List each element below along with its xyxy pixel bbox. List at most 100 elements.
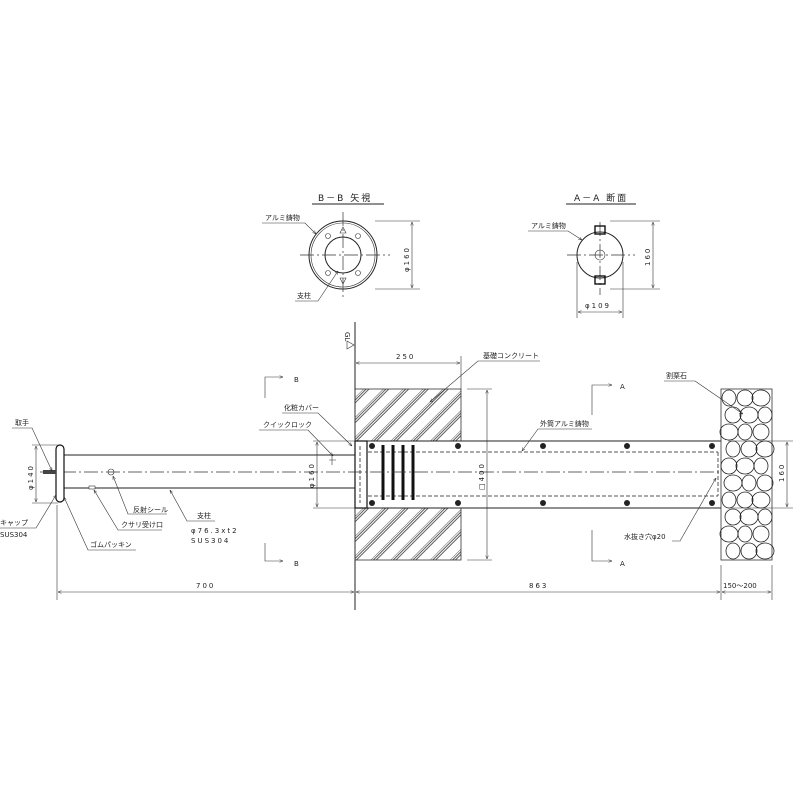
rubber-packing-label: ゴムパッキン <box>90 540 132 549</box>
aa-title: A－A 断面 <box>574 192 628 204</box>
bolt-icon <box>540 443 546 449</box>
chain-receiver-leader <box>94 490 162 531</box>
bb-outer-rim <box>310 222 376 288</box>
bb-alu-label: アルミ鋳物 <box>265 213 300 222</box>
stone <box>757 508 773 526</box>
stone <box>720 457 738 475</box>
bolt-icon <box>709 443 715 449</box>
foundation-concrete-label: 基礎コンクリート <box>483 351 539 360</box>
bolt-icon <box>709 500 715 506</box>
handle <box>43 470 56 474</box>
drain-hole-label: 水抜き穴φ20 <box>624 532 666 541</box>
stone <box>752 423 770 441</box>
bolt-icon <box>624 500 630 506</box>
gravel-depth-text: 150～200 <box>723 582 757 590</box>
post-length-text: 700 <box>196 582 215 590</box>
handle-label: 取手 <box>15 418 29 427</box>
stone <box>741 474 757 492</box>
tube-height-text: 160 <box>778 463 786 482</box>
outer-tube-leader <box>522 428 592 451</box>
aa-dia-text: φ109 <box>585 302 611 310</box>
post-spec: φ76.3xt2 <box>191 527 239 535</box>
gl-triangle-icon <box>346 340 355 350</box>
section-a-bottom-label: A <box>620 560 625 568</box>
bolt-icon <box>455 443 461 449</box>
stone <box>752 525 770 543</box>
decorative-cover-label: 化粧カバー <box>284 403 319 412</box>
stone <box>724 508 742 526</box>
cap-dia-text: φ140 <box>27 464 35 490</box>
reflective-seal <box>107 468 115 476</box>
post-material: SUS304 <box>191 537 230 545</box>
gravel-label: 割栗石 <box>666 371 687 380</box>
bb-alu-leader <box>262 222 316 234</box>
bb-dia-text: φ160 <box>403 246 411 272</box>
gl-label: GL <box>343 332 351 341</box>
post-leader <box>170 490 215 522</box>
outer-tube-label: 外筒アルミ鋳物 <box>540 419 589 428</box>
gravel-bed <box>720 388 773 561</box>
bb-arrow-mark <box>339 277 347 285</box>
reflective-seal-leader <box>112 476 167 515</box>
bb-arrow-mark <box>339 226 347 234</box>
quick-lock-leader <box>259 429 333 456</box>
concrete-size-text: □400 <box>478 462 486 490</box>
stone <box>753 457 769 475</box>
bb-bolt <box>325 270 331 276</box>
concrete-depth-text: 250 <box>396 353 415 361</box>
bolt-icon <box>455 500 461 506</box>
bb-post-leader <box>295 271 338 302</box>
aa-alu-label: アルミ鋳物 <box>531 221 566 230</box>
cap-material: SUS304 <box>0 531 28 539</box>
aa-bolt-top <box>594 225 606 235</box>
quick-lock-label: クイックロック <box>263 421 312 429</box>
bb-bolt <box>355 233 361 239</box>
cap <box>55 444 65 503</box>
bolt-icon <box>540 500 546 506</box>
stone <box>725 542 741 560</box>
section-b-bottom-marker <box>264 543 283 561</box>
foundation-leader <box>430 360 540 402</box>
section-a-bottom-marker <box>591 530 612 561</box>
bb-bolt <box>325 233 331 239</box>
stone <box>757 406 773 424</box>
bb-bolt <box>355 270 361 276</box>
stone <box>756 474 774 492</box>
section-a-top-marker <box>591 385 612 415</box>
main-elevation: GL 250 基礎コンクリート □400 外筒アルミ鋳物 <box>0 322 793 610</box>
decorative-cover-leader <box>282 412 352 446</box>
reflective-seal-label: 反射シール <box>133 505 168 514</box>
section-b-top-marker <box>264 377 283 398</box>
drain-hole-leader <box>672 478 716 542</box>
rubber-packing-leader <box>63 497 136 551</box>
chain-receiver <box>88 485 96 490</box>
handle-leader <box>12 427 53 471</box>
stone <box>721 389 737 407</box>
concrete-lower <box>354 507 462 561</box>
cap-leader <box>0 495 56 529</box>
gravel-stones <box>719 389 775 560</box>
aa-height-text: 160 <box>644 247 652 266</box>
concrete-upper <box>354 388 462 442</box>
stone <box>751 389 771 407</box>
bolt-icon <box>624 443 630 449</box>
stone <box>755 542 775 560</box>
decorative-cover <box>354 440 368 509</box>
section-a-top-label: A <box>620 383 625 391</box>
section-b-bottom-label: B <box>294 560 299 568</box>
gravel-leader <box>664 380 743 414</box>
tube-length-text: 863 <box>529 582 548 590</box>
chain-receiver-label: クサリ受け口 <box>121 520 163 529</box>
bolt-icon <box>369 443 375 449</box>
bolt-icon <box>369 500 375 506</box>
bb-title: B－B 矢視 <box>318 192 372 204</box>
cover-dia-text: φ160 <box>308 462 316 488</box>
bb-view: B－B 矢視 アルミ鋳物 支柱 φ160 <box>262 192 420 302</box>
post-label: 支柱 <box>197 511 211 520</box>
aa-view: A－A 断面 アルミ鋳物 160 φ109 <box>528 192 660 318</box>
aa-bolt-bottom <box>594 275 606 285</box>
section-b-top-label: B <box>294 376 299 384</box>
stone <box>737 525 753 543</box>
aa-alu-leader <box>528 230 582 240</box>
